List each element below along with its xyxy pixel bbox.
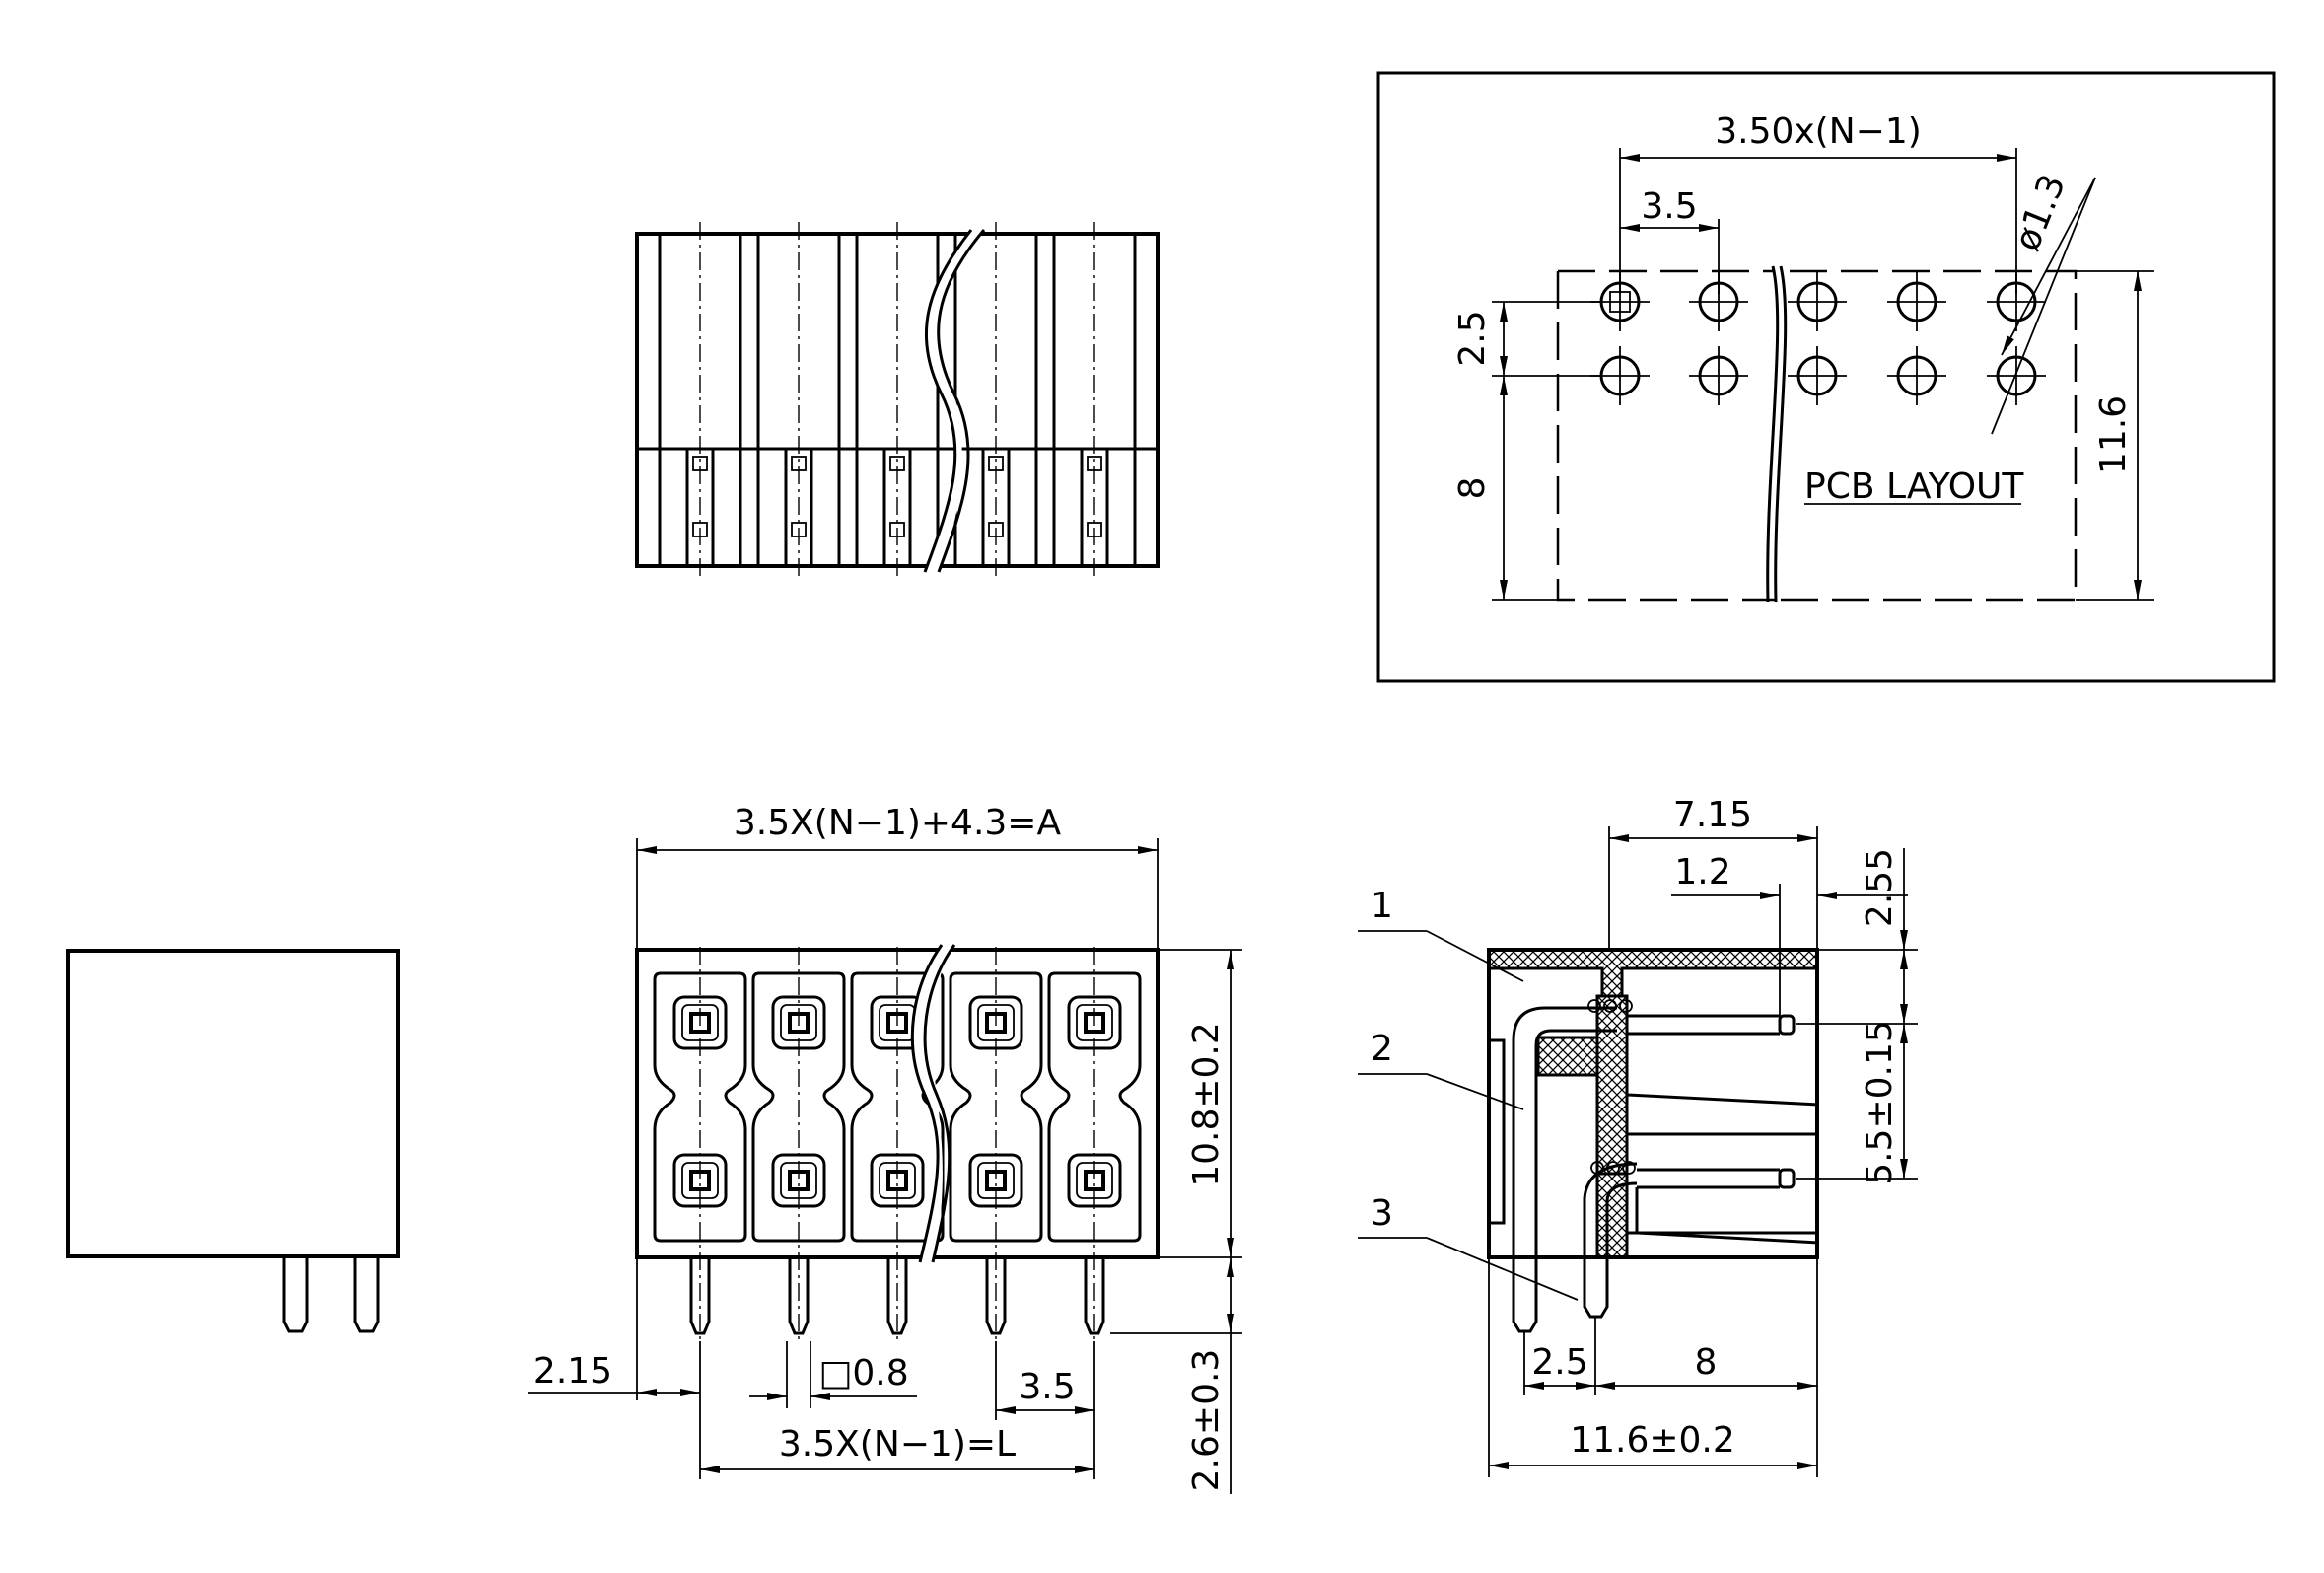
dim-length-formula: 3.5X(N−1)=L xyxy=(779,1424,1016,1465)
pcb-layout-label: PCB LAYOUT xyxy=(1804,466,2024,507)
dim-height: 10.8±0.2 xyxy=(1186,1022,1227,1187)
front-view: 3.5X(N−1)+4.3=A 10.8±0.2 2.6±0.3 2.15 □0… xyxy=(528,803,1242,1494)
dim-side-top: 7.15 xyxy=(1673,795,1752,835)
dim-side-255: 2.55 xyxy=(1860,848,1900,927)
dim-pin-length: 2.6±0.3 xyxy=(1186,1349,1227,1492)
dim-side-12: 1.2 xyxy=(1674,852,1730,893)
top-view xyxy=(635,222,1160,576)
pcb-hole xyxy=(1887,346,1946,405)
dim-side-total: 11.6±0.2 xyxy=(1570,1420,1735,1461)
callout-1: 1 xyxy=(1371,886,1393,926)
dim-edge-offset: 2.15 xyxy=(533,1351,612,1392)
dim-pitch-total: 3.50x(N−1) xyxy=(1715,111,1922,152)
dim-row-to-edge: 8 xyxy=(1452,477,1493,500)
dim-pin-square: □0.8 xyxy=(818,1353,908,1394)
dim-side-25: 2.5 xyxy=(1531,1342,1587,1383)
pcb-hole xyxy=(1887,272,1946,331)
dim-side-55: 5.5±0.15 xyxy=(1860,1020,1900,1185)
side-section-view: 1 2 3 7.15 1.2 2.55 5.5±0.15 2.5 8 xyxy=(1358,795,1918,1477)
dim-row-spacing: 2.5 xyxy=(1452,310,1493,366)
callout-3: 3 xyxy=(1371,1193,1393,1234)
dim-layout-depth: 11.6 xyxy=(2093,395,2134,474)
front-cell xyxy=(751,947,846,1341)
callout-2: 2 xyxy=(1371,1029,1393,1069)
dim-side-8: 8 xyxy=(1695,1342,1718,1383)
pcb-hole xyxy=(1788,346,1847,405)
dim-width-formula: 3.5X(N−1)+4.3=A xyxy=(734,803,1062,843)
pcb-hole xyxy=(1788,272,1847,331)
dim-pitch: 3.5 xyxy=(1641,186,1697,227)
dim-pin-pitch: 3.5 xyxy=(1019,1367,1075,1407)
left-side-view xyxy=(66,949,400,1333)
front-cell xyxy=(653,947,747,1341)
pcb-hole xyxy=(1689,346,1748,405)
front-cell xyxy=(949,947,1043,1341)
pcb-hole xyxy=(1987,346,2046,405)
front-cell xyxy=(1047,947,1142,1341)
pcb-layout-view: 3.50x(N−1) 3.5 2.5 8 11.6 ø1.3 PCB LAYOU… xyxy=(1376,71,2276,683)
